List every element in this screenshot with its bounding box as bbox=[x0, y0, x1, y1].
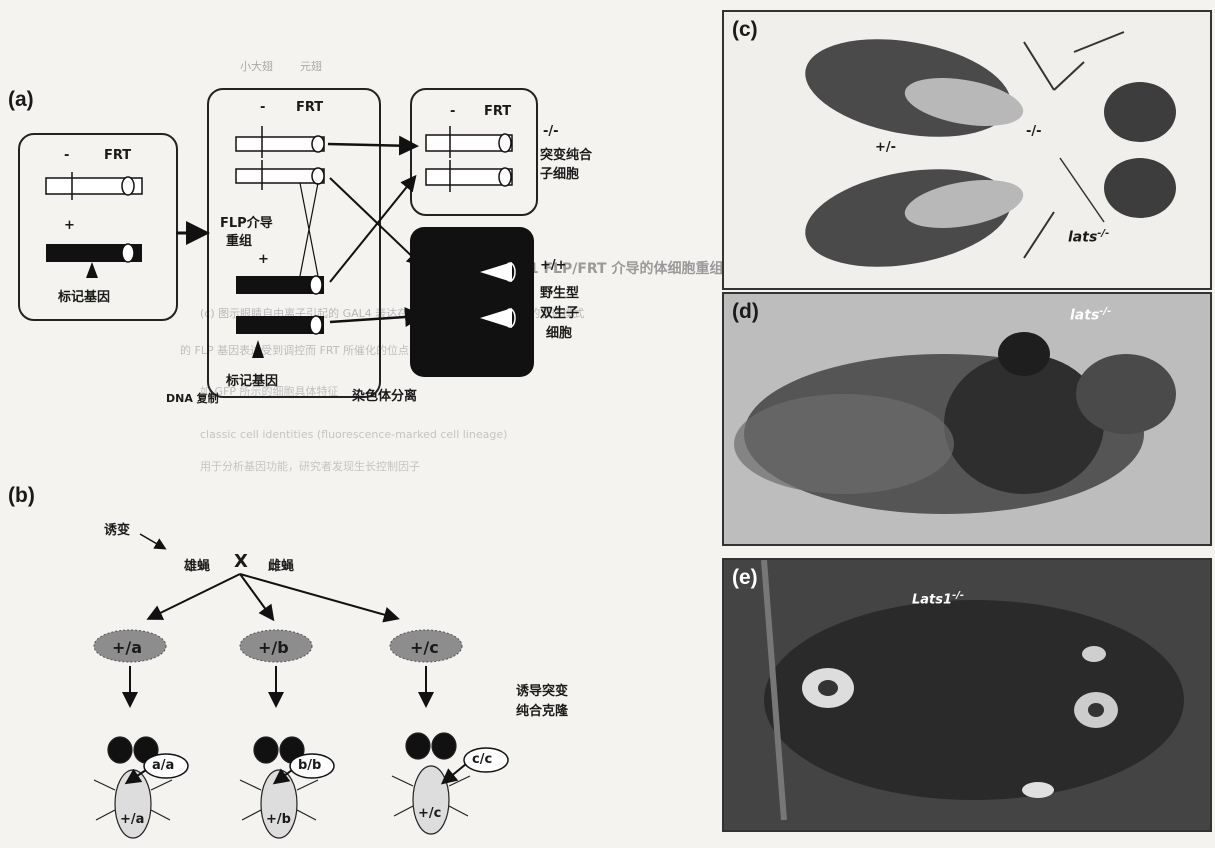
box4-chromosomes bbox=[480, 262, 515, 328]
panel-e-letter: (e) bbox=[732, 566, 758, 590]
induced-clone-line1: 诱导突变 bbox=[516, 680, 568, 699]
adult-c-label: +/c bbox=[418, 806, 441, 821]
panel-c-image bbox=[722, 10, 1212, 290]
panel-c-letter: (c) bbox=[732, 18, 758, 42]
panel-d-image bbox=[722, 292, 1212, 546]
panel-d-drawing bbox=[724, 294, 1210, 544]
panel-a-diagram bbox=[0, 0, 720, 420]
larva-c-label: +/c bbox=[410, 638, 439, 657]
clone-b-label: b/b bbox=[298, 758, 321, 773]
panel-c-het-label: +/- bbox=[875, 140, 896, 155]
panel-e-image bbox=[722, 558, 1212, 832]
larva-b-label: +/b bbox=[258, 638, 289, 657]
adult-b-label: +/b bbox=[266, 812, 291, 827]
panel-c-mut-label: -/- bbox=[1026, 124, 1042, 139]
clone-a-label: a/a bbox=[152, 758, 174, 773]
box1-mutant-chromosome bbox=[46, 172, 142, 200]
panel-c-lats-label: lats-/- bbox=[1068, 228, 1109, 246]
panel-e-drawing bbox=[724, 560, 1210, 830]
box3-chromosomes bbox=[426, 126, 512, 192]
panel-b-diagram bbox=[0, 470, 520, 848]
clone-c-label: c/c bbox=[472, 752, 492, 767]
induced-clone-line2: 纯合克隆 bbox=[516, 700, 568, 719]
box1-wildtype-chromosome bbox=[46, 244, 142, 278]
faint-line-4: classic cell identities (fluorescence-ma… bbox=[200, 428, 720, 441]
larva-a-label: +/a bbox=[112, 638, 142, 657]
panel-d-letter: (d) bbox=[732, 300, 759, 324]
box2-chromosomes bbox=[236, 126, 324, 358]
panel-d-lats-label: lats-/- bbox=[1070, 306, 1111, 324]
panel-e-lats-label: Lats1-/- bbox=[912, 590, 964, 607]
panel-c-drawing bbox=[724, 12, 1210, 288]
adult-a-label: +/a bbox=[120, 812, 144, 827]
